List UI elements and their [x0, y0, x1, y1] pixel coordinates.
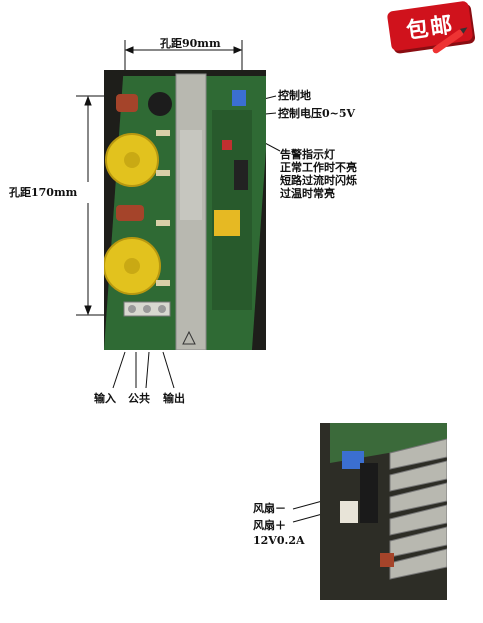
alarm-indicator-description: 告警指示灯 正常工作时不亮 短路过流时闪烁 过温时常亮 — [280, 148, 357, 200]
terminal-callouts — [112, 351, 175, 389]
output-label: 输出 — [163, 392, 185, 405]
resistor — [156, 220, 170, 226]
driver-board-photo — [104, 70, 266, 350]
height-dimension-label: 孔距170mm — [9, 186, 78, 199]
heatsink-label — [180, 130, 202, 220]
alarm-line: 正常工作时不亮 — [280, 161, 357, 174]
fan-minus-label: 风扇－ — [253, 502, 286, 515]
common-label: 公共 — [128, 392, 150, 405]
fan-plug — [340, 501, 358, 523]
input-label: 输入 — [94, 392, 116, 405]
led-indicator — [222, 140, 232, 150]
transformer — [214, 210, 240, 236]
terminal-screw — [143, 305, 151, 313]
resistor — [156, 280, 170, 286]
capacitor-mid — [116, 205, 144, 221]
fan-heatsink-photo — [320, 423, 447, 600]
resistor — [156, 130, 170, 136]
alarm-line: 短路过流时闪烁 — [280, 174, 357, 187]
capacitor — [380, 553, 394, 567]
terminal-screw — [128, 305, 136, 313]
alarm-line: 告警指示灯 — [280, 148, 335, 161]
ic-block — [360, 463, 378, 523]
ic-chip — [234, 160, 248, 190]
board-components — [104, 73, 252, 350]
heatsink-fins — [389, 438, 447, 580]
alarm-line: 过温时常亮 — [280, 187, 335, 200]
fan-connector — [342, 451, 364, 469]
fan-spec-label: 12V0.2A — [253, 534, 305, 547]
capacitor — [116, 94, 138, 112]
toroid-upper-core — [124, 152, 140, 168]
control-connector — [232, 90, 246, 106]
toroid-lower-core — [124, 258, 140, 274]
warning-triangle-icon — [182, 330, 196, 345]
fan-plus-label: 风扇＋ — [253, 519, 286, 532]
width-dimension — [124, 40, 243, 72]
terminal-screw — [158, 305, 166, 313]
height-dimension — [76, 95, 125, 316]
fan-photo-components — [320, 423, 447, 600]
inductor-top — [148, 92, 172, 116]
resistor — [156, 170, 170, 176]
control-voltage-label: 控制电压0~5V — [278, 107, 356, 120]
control-ground-label: 控制地 — [278, 89, 311, 102]
width-dimension-label: 孔距90mm — [160, 37, 221, 50]
